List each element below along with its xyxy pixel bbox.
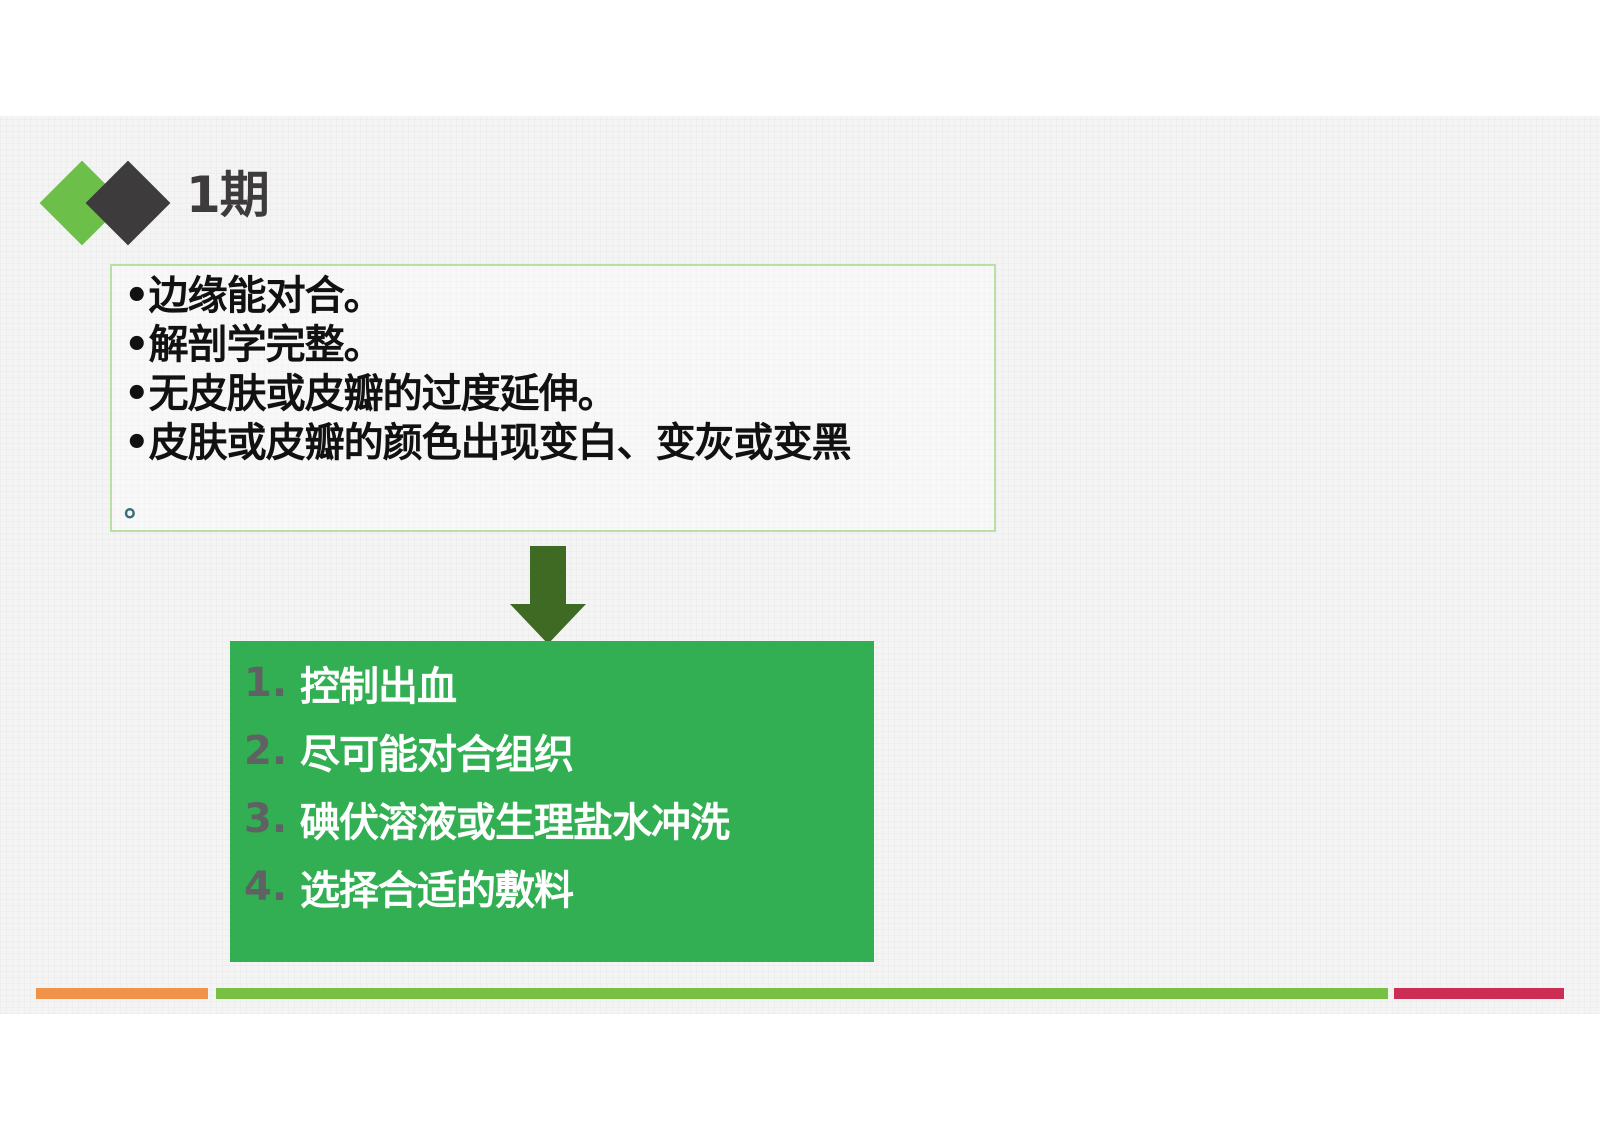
criteria-line: •无皮肤或皮瓣的过度延伸。 [124,371,618,417]
criteria-trailing-period: 。 [124,489,154,524]
criteria-line: •边缘能对合。 [124,273,384,319]
step-item: 3. 碘伏溶液或生理盐水冲洗 [244,785,874,853]
slide: 1期 •边缘能对合。 •解剖学完整。 •无皮肤或皮瓣的过度延伸。 •皮肤或皮瓣的… [0,116,1600,1014]
step-item: 4. 选择合适的敷料 [244,853,874,921]
step-text: 选择合适的敷料 [300,868,574,914]
step-number: 2. [244,728,288,774]
criteria-box: •边缘能对合。 •解剖学完整。 •无皮肤或皮瓣的过度延伸。 •皮肤或皮瓣的颜色出… [110,264,996,532]
step-text: 控制出血 [300,664,457,710]
step-item: 2. 尽可能对合组织 [244,717,874,785]
criteria-line: •皮肤或皮瓣的颜色出现变白、变灰或变黑 [124,420,852,466]
step-item: 1. 控制出血 [244,649,874,717]
step-number: 4. [244,864,288,910]
down-arrow-icon [510,546,586,644]
steps-box: 1. 控制出血 2. 尽可能对合组织 3. 碘伏溶液或生理盐水冲洗 4. 选择合… [230,641,874,962]
criteria-line: •解剖学完整。 [124,322,384,368]
step-number: 1. [244,660,288,706]
step-text: 碘伏溶液或生理盐水冲洗 [300,800,730,846]
step-text: 尽可能对合组织 [300,732,574,778]
step-number: 3. [244,796,288,842]
slide-title: 1期 [186,166,270,224]
footer-bar-orange [36,988,208,999]
footer-bar-red [1394,988,1564,999]
dark-diamond-icon [85,160,171,246]
footer-bar-green [216,988,1388,999]
